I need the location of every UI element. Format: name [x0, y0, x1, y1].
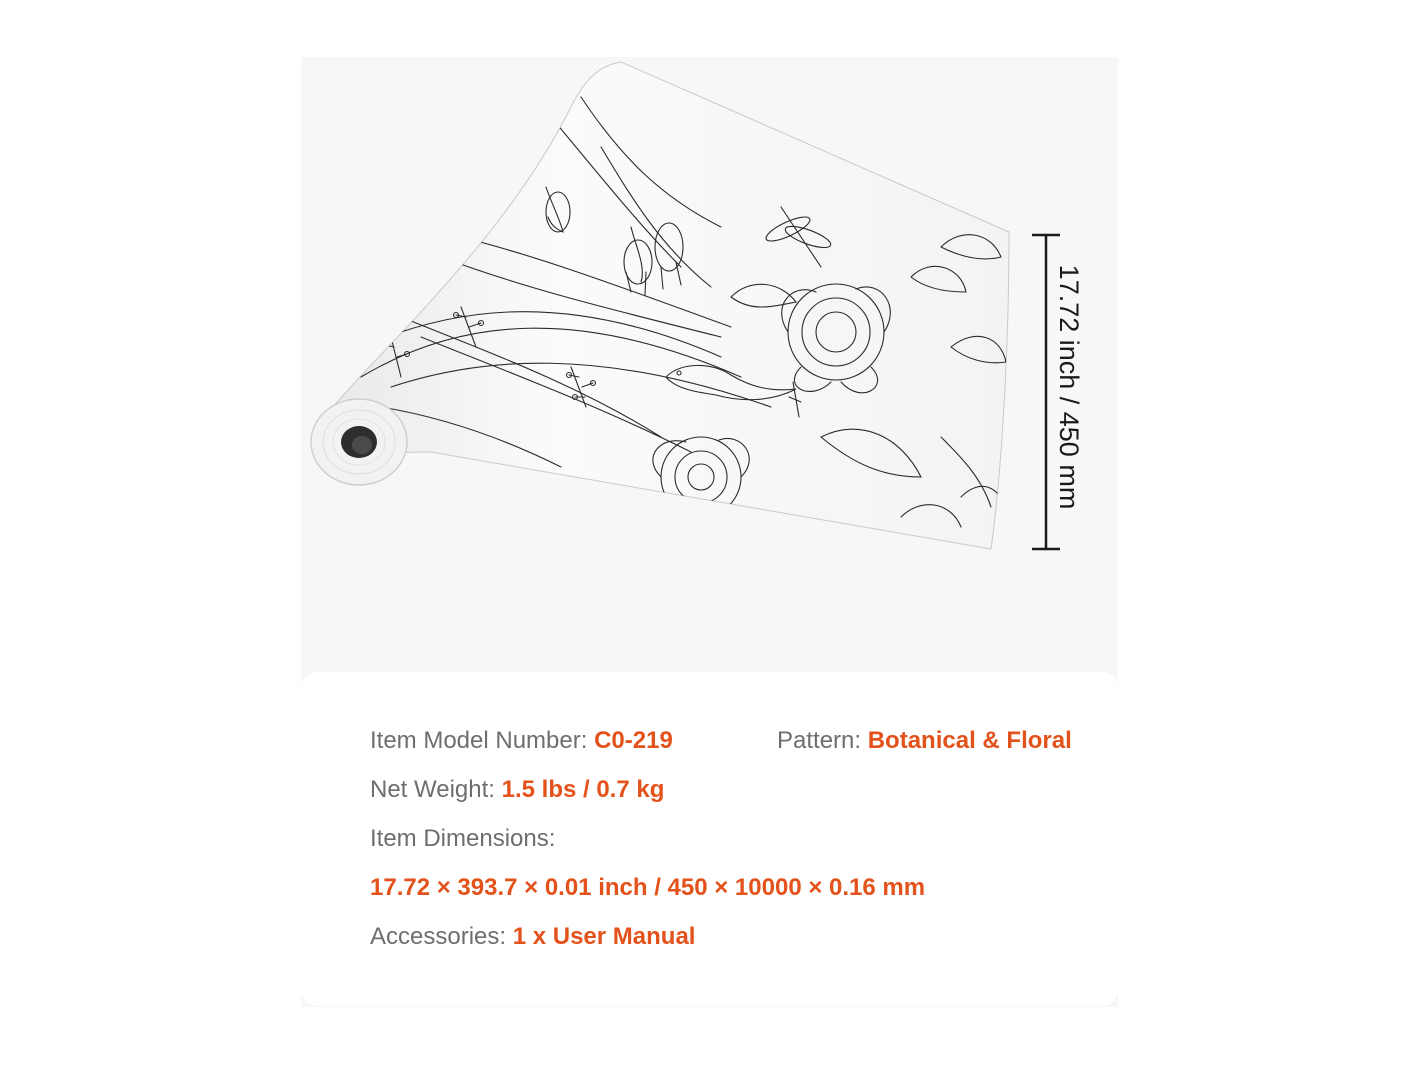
spec-dimensions-label: Item Dimensions: [370, 824, 555, 854]
spec-label: Pattern: [777, 727, 868, 754]
spec-label: Item Dimensions: [370, 825, 556, 852]
spec-value: C0-219 [594, 727, 673, 754]
spec-model-number: Item Model Number: C0-219 [370, 726, 673, 756]
spec-accessories: Accessories: 1 x User Manual [370, 922, 695, 952]
spec-value: 17.72 × 393.7 × 0.01 inch / 450 × 10000 … [370, 874, 926, 901]
spec-value: Botanical & Floral [867, 727, 1072, 754]
spec-dimensions-value: 17.72 × 393.7 × 0.01 inch / 450 × 10000 … [370, 873, 925, 903]
spec-value: 1 x User Manual [512, 923, 696, 950]
wallpaper-roll-image [301, 57, 1118, 677]
spec-pattern: Pattern: Botanical & Floral [777, 726, 1072, 756]
spec-label: Item Model Number: [370, 727, 595, 754]
width-dimension-label: 17.72 inch / 450 mm [1054, 264, 1084, 510]
spec-label: Net Weight: [370, 776, 502, 803]
specifications-card: Item Model Number: C0-219 Pattern: Botan… [301, 672, 1118, 1006]
spec-value: 1.5 lbs / 0.7 kg [501, 776, 665, 803]
spec-label: Accessories: [370, 923, 513, 950]
spec-net-weight: Net Weight: 1.5 lbs / 0.7 kg [370, 775, 664, 805]
